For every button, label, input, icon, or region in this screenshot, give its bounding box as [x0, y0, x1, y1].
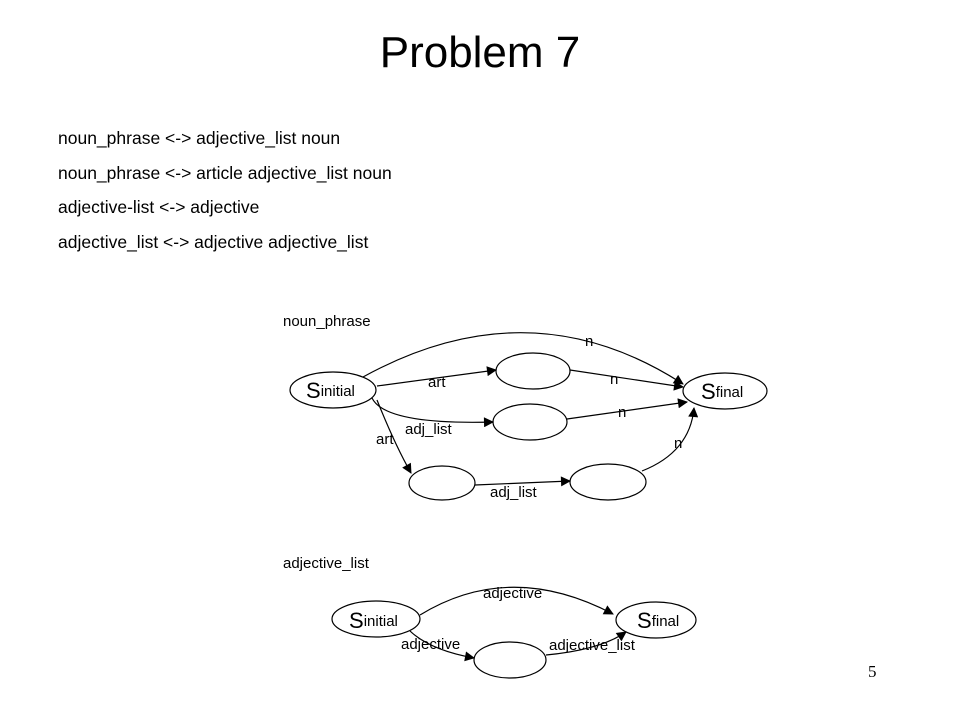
- noun-phrase-after-art-adj-list-state: [569, 463, 647, 501]
- edge-label-n-top: n: [585, 333, 593, 350]
- adjective-list-initial-state: [331, 600, 421, 638]
- edge-label-art-upper: art: [428, 374, 446, 391]
- noun-phrase-after-art-state: [495, 352, 571, 390]
- edge-label-adj-list-bottom: adj_list: [490, 484, 538, 501]
- grammar-rule-2: noun_phrase <-> article adjective_list n…: [58, 163, 392, 183]
- edge-initial-to-art-lower-node: [376, 399, 412, 474]
- edge-label-adjective-top: adjective: [483, 585, 542, 602]
- edge-label-n-bottom: n: [674, 435, 682, 452]
- adjective-list-middle-state: [473, 641, 547, 679]
- edge-adj-list-node-to-final: [566, 398, 688, 420]
- grammar-rule-4: adjective_list <-> adjective adjective_l…: [58, 232, 369, 252]
- edge-label-n-middle1: n: [610, 371, 618, 388]
- edge-adjective-initial-to-final: [419, 586, 614, 616]
- adjective-list-network-label: adjective_list: [283, 555, 370, 572]
- noun-phrase-after-adj-list-state: [492, 403, 568, 441]
- edge-initial-to-final-n: [362, 332, 684, 385]
- page-title: Problem 7: [379, 28, 581, 77]
- noun-phrase-initial-state: [289, 371, 377, 409]
- edge-label-art-lower: art: [376, 431, 394, 448]
- adjective-list-initial-state-label: Sinitial: [349, 608, 398, 633]
- edge-label-n-middle2: n: [618, 404, 626, 421]
- edge-adjective-list-middle-to-final: [545, 631, 627, 656]
- edge-bottom-node-to-final: [641, 407, 699, 472]
- grammar-rule-1: noun_phrase <-> adjective_list noun: [58, 128, 341, 148]
- edge-art-node-to-final: [569, 369, 684, 391]
- edge-art-lower-to-adj-list-node: [474, 476, 571, 487]
- edge-initial-to-art-node: [376, 366, 497, 387]
- noun-phrase-final-state: [682, 372, 768, 410]
- noun-phrase-network-label: noun_phrase: [283, 313, 371, 330]
- adjective-list-final-state: [615, 601, 697, 639]
- edge-label-adj-list-middle: adj_list: [405, 421, 453, 438]
- slide-number: 5: [868, 662, 877, 681]
- adjective-list-final-state-label: Sfinal: [637, 608, 679, 633]
- edge-initial-to-adj-list-node: [371, 397, 494, 428]
- noun-phrase-after-art-lower-state: [408, 465, 476, 501]
- grammar-rule-3: adjective-list <-> adjective: [58, 197, 260, 217]
- edge-label-adjective-list-bottom: adjective_list: [549, 637, 636, 654]
- noun-phrase-final-state-label: Sfinal: [701, 379, 743, 404]
- noun-phrase-initial-state-label: Sinitial: [306, 378, 355, 403]
- edge-label-adjective-bottom: adjective: [401, 636, 460, 653]
- edge-adjective-initial-to-middle: [409, 630, 475, 662]
